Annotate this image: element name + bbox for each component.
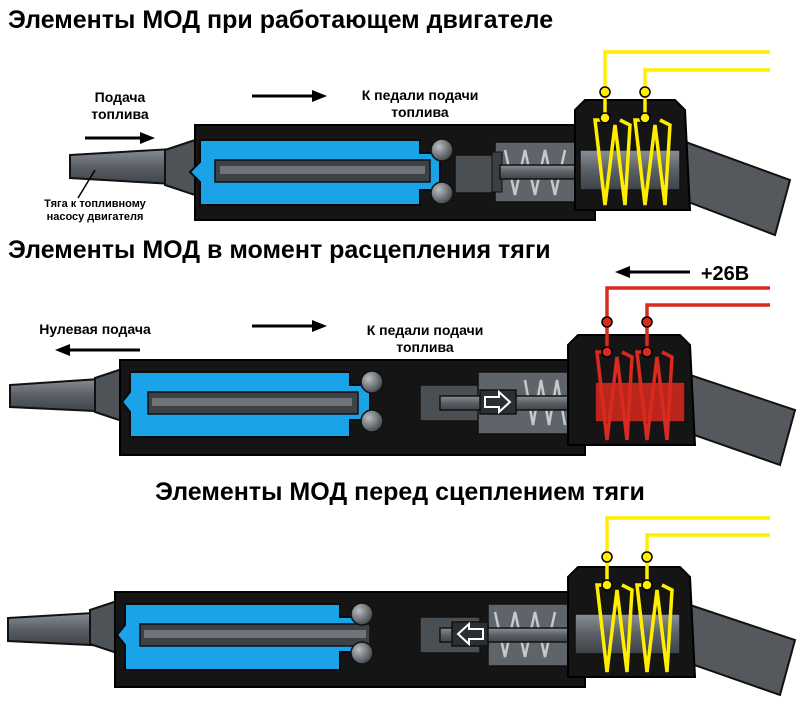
wire-1 [605,516,770,555]
panel-engine-running: Элементы МОД при работающем двигателе [8,6,792,237]
arrow-pedal [252,90,327,102]
panel-title: Элементы МОД в момент расцепления тяги [8,236,551,264]
ball-upper [430,138,454,162]
coil [593,50,770,206]
outer-cable [678,603,797,697]
panel-before-engage: Элементы МОД перед сцеплением тяги [7,478,797,697]
ball-lower [360,409,384,433]
label-pedal-2: топлива [396,339,454,355]
ball-upper [350,602,374,626]
arrow-voltage [615,266,690,278]
panel-title: Элементы МОД при работающем двигателе [8,6,553,34]
ball-lower [350,641,374,665]
wire-2 [645,303,770,320]
label-supply-1: Подача [95,89,146,105]
terminal-1 [599,86,611,98]
wire-1 [605,286,770,320]
label-voltage: +26В [701,263,749,285]
label-supply-2: топлива [91,106,149,122]
arrow-left-icon [456,621,484,647]
arrow-pedal [252,320,327,332]
arrow-right-icon [484,389,512,415]
rod-leader-line [77,169,96,199]
terminal-2 [639,86,651,98]
wire-2 [643,68,770,88]
rod-cone [164,138,196,197]
arrow-zero-supply [55,344,140,356]
wire-2 [645,533,770,555]
label-zero-supply: Нулевая подача [39,321,151,337]
ball-lower [430,181,454,205]
spring [503,149,567,196]
arrow-supply [85,132,155,144]
terminal-1 [601,316,613,328]
label-pedal-1: К педали подачи [362,87,479,103]
coil [595,286,770,441]
wire-1 [603,50,770,88]
spring [493,611,557,658]
panel-title: Элементы МОД перед сцеплением тяги [155,478,645,506]
label-rod-1: Тяга к топливному [44,198,147,210]
label-pedal-1: К педали подачи [367,322,484,338]
panel-disengage: Элементы МОД в момент расцепления тяги +… [8,236,797,467]
ball-upper [360,370,384,394]
coil [595,516,770,673]
terminal-2 [641,316,653,328]
outer-cable [678,373,797,467]
label-pedal-2: топлива [391,104,449,120]
label-rod-2: насосу двигателя [47,211,144,223]
terminal-1 [601,551,613,563]
terminal-2 [641,551,653,563]
